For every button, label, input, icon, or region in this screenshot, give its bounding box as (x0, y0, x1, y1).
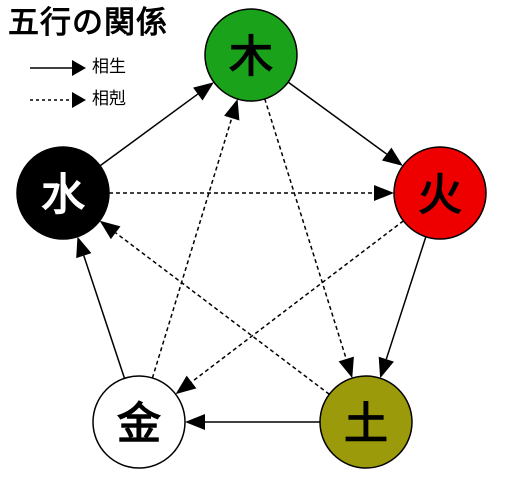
edges-layer (76, 81, 427, 430)
node-circle (319, 375, 413, 469)
arrowhead-icon (99, 220, 121, 240)
node-label: 木 (229, 32, 273, 83)
node-metal: 金 (92, 375, 186, 469)
solid-arrow-line (385, 236, 427, 360)
node-wood: 木 (204, 8, 298, 102)
legend-overcoming-label: 相剋 (92, 89, 126, 109)
edge-fire-earth (378, 236, 427, 379)
arrowhead-icon (378, 356, 394, 379)
node-water: 水 (16, 146, 110, 240)
node-fire: 火 (393, 146, 487, 240)
arrowhead-icon (381, 147, 403, 166)
legend: 相生 相剋 (28, 56, 178, 116)
arrowhead-icon (76, 236, 92, 259)
legend-overcoming: 相剋 (28, 88, 178, 112)
dashed-arrow-icon (30, 92, 86, 108)
edge-metal-water (76, 236, 126, 379)
solid-arrow-icon (30, 60, 86, 76)
dashed-arrow-line (191, 220, 404, 383)
edge-earth-metal (185, 414, 320, 430)
node-earth: 土 (319, 375, 413, 469)
node-circle (204, 8, 298, 102)
node-circle (16, 146, 110, 240)
solid-arrow-line (287, 81, 388, 155)
arrowhead-icon (185, 414, 205, 430)
edge-wood-earth (264, 98, 354, 379)
edge-earth-water (99, 220, 330, 395)
dashed-arrow-line (264, 98, 347, 360)
edge-fire-metal (175, 220, 404, 395)
node-circle (92, 375, 186, 469)
dashed-arrow-line (151, 117, 233, 379)
solid-arrow-line (83, 255, 126, 379)
node-circle (393, 146, 487, 240)
arrowhead-icon (193, 82, 214, 101)
node-label: 土 (344, 399, 388, 450)
legend-generating: 相生 (28, 56, 178, 80)
solid-arrow-line (99, 93, 199, 167)
arrowhead-icon (175, 375, 197, 395)
edge-water-fire (109, 185, 394, 201)
diagram-title: 五行の関係 (8, 5, 168, 41)
legend-generating-label: 相生 (92, 57, 126, 77)
arrowhead-icon (374, 185, 394, 201)
dashed-arrow-line (115, 232, 330, 395)
arrowhead-icon (224, 98, 240, 121)
nodes-layer: 木火土 金 水 (16, 8, 487, 469)
node-label: 火 (418, 170, 462, 221)
node-label: 水 (41, 170, 86, 221)
edge-metal-wood (151, 98, 240, 379)
edge-water-wood (99, 82, 214, 167)
edge-wood-fire (287, 81, 403, 166)
arrowhead-icon (338, 356, 354, 379)
node-label: 金 (116, 399, 162, 450)
